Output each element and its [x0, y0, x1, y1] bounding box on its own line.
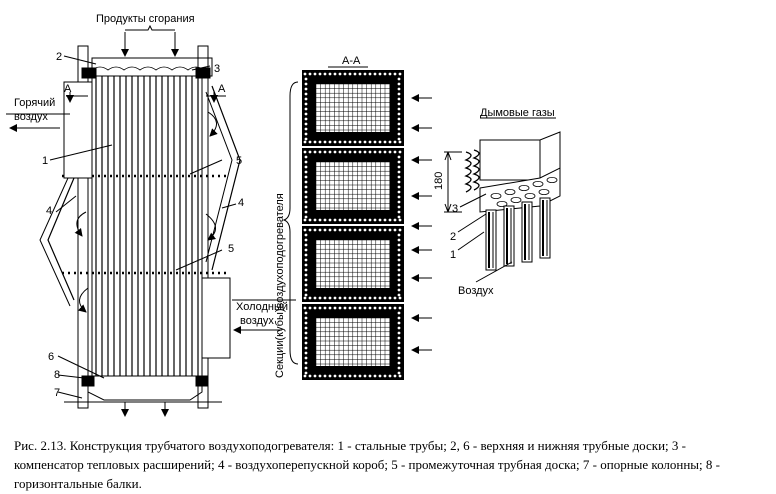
callout-5-upper: 5: [236, 155, 242, 167]
label-sections-vertical: Секции(кубы)воздухоподогревателя: [274, 193, 286, 378]
callout-4-right: 4: [238, 197, 244, 209]
tube-hole: [532, 180, 544, 187]
heater-cube: [302, 304, 404, 380]
label-hot-air-2: воздух: [14, 111, 48, 123]
detail-tube: [503, 205, 515, 267]
callout-8: 8: [54, 369, 60, 381]
heater-cube: [302, 70, 404, 146]
section-aa: [282, 66, 432, 380]
detail-callout-2: 2: [450, 231, 456, 243]
tube-hole: [490, 192, 502, 199]
callout-1: 1: [42, 155, 48, 167]
callout-6: 6: [48, 351, 54, 363]
support-column-left: [77, 45, 89, 409]
callout-2-top: 2: [56, 51, 62, 63]
heater-cube: [302, 226, 404, 302]
air-heater-diagram: Продукты сгорания Горячий воздух Холодны…: [6, 13, 561, 417]
tube-hole: [524, 192, 536, 199]
figure-caption: Рис. 2.13. Конструкция трубчатого воздух…: [14, 438, 720, 491]
label-section-aa: А-А: [342, 55, 361, 67]
heater-cube: [302, 148, 404, 224]
callout-3-top: 3: [214, 63, 220, 75]
callout-7: 7: [54, 387, 60, 399]
tube-hole: [496, 200, 508, 207]
tube-hole: [504, 188, 516, 195]
tube-hole: [546, 176, 558, 183]
callout-5-lower: 5: [228, 243, 234, 255]
top-beam-left: [81, 67, 97, 79]
heater-elevation: [6, 24, 296, 417]
label-a-right: А: [218, 83, 226, 95]
label-air: Воздух: [458, 285, 494, 297]
label-flue-gases: Дымовые газы: [480, 107, 555, 119]
label-cold-air-1: Холодный: [236, 301, 288, 313]
callout-4-left: 4: [46, 205, 52, 217]
tube-hole: [518, 184, 530, 191]
label-dim-180: 180: [433, 172, 445, 190]
detail-callout-3: 3: [452, 203, 458, 215]
label-cold-air-2: воздух: [240, 315, 274, 327]
tube-hole: [510, 196, 522, 203]
bottom-beam-right: [195, 375, 209, 387]
label-hot-air-1: Горячий: [14, 97, 55, 109]
label-combustion-products: Продукты сгорания: [96, 13, 195, 25]
detail-view: [444, 117, 561, 283]
detail-tube: [539, 197, 551, 259]
detail-tube: [521, 201, 533, 263]
tube-hole: [538, 188, 550, 195]
detail-callout-1: 1: [450, 249, 456, 261]
detail-tube: [485, 209, 497, 271]
bottom-beam-left: [81, 375, 95, 387]
label-a-left: А: [64, 83, 72, 95]
